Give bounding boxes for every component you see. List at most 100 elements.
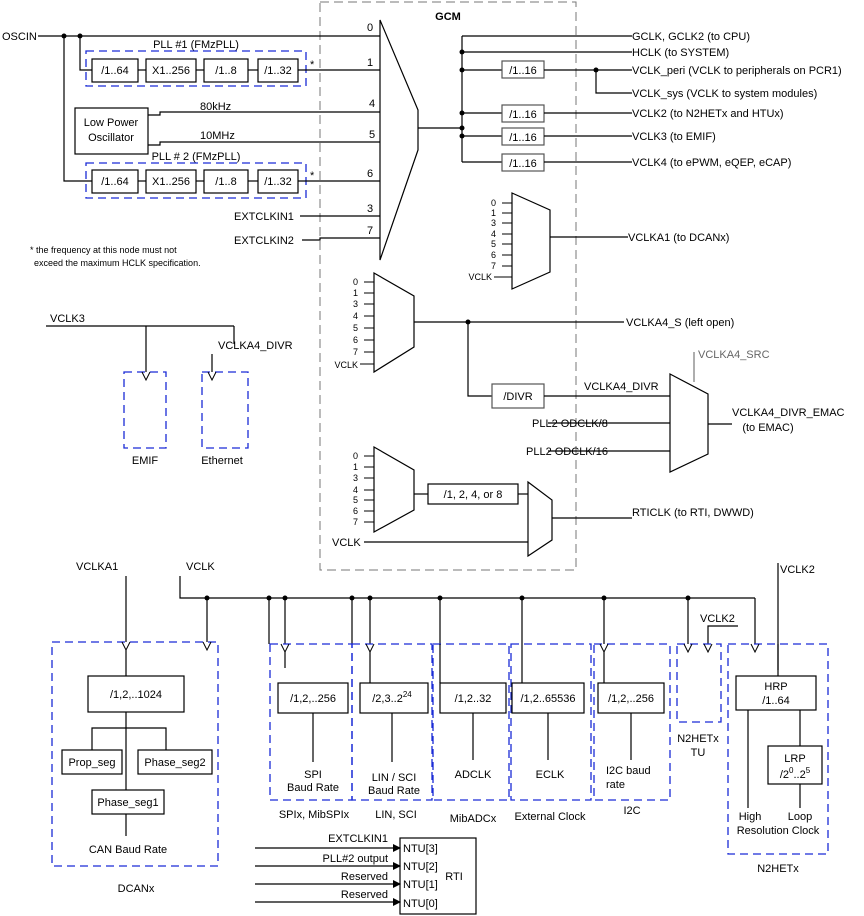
pll1-title: PLL #1 (FMzPLL) xyxy=(153,39,239,51)
ntu3-source: EXTCLKIN1 xyxy=(328,833,388,845)
vclka1-out-label: VCLKA1 (to DCANx) xyxy=(628,232,729,244)
can-baud-label: CAN Baud Rate xyxy=(89,844,167,856)
tu-line2: TU xyxy=(691,747,706,759)
spi-out1: SPI xyxy=(304,769,322,781)
gcm-boundary xyxy=(319,1,577,571)
rti-label: RTI xyxy=(445,871,463,883)
mux-in-3: 3 xyxy=(367,203,373,215)
n2het-block: HRP /1..64 LRP /20..25 High Loop Resolut… xyxy=(727,643,829,875)
rti-mux-in: 7 xyxy=(353,517,358,527)
gcm-title: GCM xyxy=(435,11,461,23)
vclka4-divr-label: VCLKA4_DIVR xyxy=(584,381,659,393)
i2c-block: /1,2,..256 I2C baud rate I2C xyxy=(593,643,671,817)
pll1-postdiv: /1..8 xyxy=(215,65,236,77)
rti-mux: 0 1 3 4 5 6 7 /1, 2, 4, or 8 xyxy=(353,445,632,558)
vclka1-mux-in: 7 xyxy=(491,261,496,271)
lin-label: LIN, SCI xyxy=(375,809,417,821)
vclka4-mux-in: 3 xyxy=(353,299,358,309)
rti-mux-in: 0 xyxy=(353,451,358,461)
vclk-sys-label: VCLK_sys (VCLK to system modules) xyxy=(632,88,817,100)
vclka1-mux-in: VCLK xyxy=(468,272,492,282)
rti-ntu-block: RTI EXTCLKIN1 PLL#2 output Reserved Rese… xyxy=(255,833,477,915)
lin-out1: LIN / SCI xyxy=(372,772,417,784)
vclka1-bus-label: VCLKA1 xyxy=(76,561,118,573)
hrp-line1: HRP xyxy=(764,681,787,693)
vclka4-mux-in: VCLK xyxy=(334,360,358,370)
vclk2-bus-label: VCLK2 xyxy=(780,564,815,576)
vclk3-branch: /1..16 xyxy=(501,127,632,146)
vclk-peri-branch: /1..16 xyxy=(501,60,632,94)
i2c-div: /1,2,..256 xyxy=(608,693,654,705)
pll2-multiplier: X1..256 xyxy=(152,176,190,188)
pll2-postdiv: /1..8 xyxy=(215,176,236,188)
emif-ethernet-group: VCLK3 VCLKA4_DIVR EMIF Ethernet xyxy=(46,313,293,467)
rti-div-box: /1, 2, 4, or 8 xyxy=(444,489,503,501)
gclk-label: GCLK, GCLK2 (to CPU) xyxy=(632,31,750,43)
vclka1-mux-in: 1 xyxy=(491,208,496,218)
vclk4-div: /1..16 xyxy=(509,158,537,170)
vclka1-mux-in: 3 xyxy=(491,218,496,228)
ntu0-source: Reserved xyxy=(341,889,388,901)
spi-out2: Baud Rate xyxy=(287,782,339,794)
spi-label: SPIx, MibSPIx xyxy=(279,809,350,821)
pll1-boundary xyxy=(85,50,307,87)
bottom-buses: VCLKA1 VCLK VCLK2 VCLK2 xyxy=(76,561,815,670)
adc-label: MibADCx xyxy=(450,813,497,825)
pll1-star: * xyxy=(310,59,315,71)
ntu2-source: PLL#2 output xyxy=(323,853,388,865)
eclk-div: /1,2..65536 xyxy=(520,693,575,705)
dcan-prop-seg: Prop_seg xyxy=(68,757,115,769)
rti-mux-in: 6 xyxy=(353,506,358,516)
ntu2-label: NTU[2] xyxy=(403,861,438,873)
n2het-tu-block: N2HETx TU xyxy=(676,643,722,759)
ntu3-label: NTU[3] xyxy=(403,843,438,855)
eclk-label: ECLK xyxy=(536,769,565,781)
adc-block: /1,2..32 ADCLK MibADCx xyxy=(432,643,510,825)
vclk3-label: VCLK3 (to EMIF) xyxy=(632,131,716,143)
dcan-label: DCANx xyxy=(118,883,155,895)
i2c-out1: I2C baud xyxy=(606,765,651,777)
pll2-odclk16-label: PLL2 ODCLK/16 xyxy=(526,446,608,458)
adc-div: /1,2..32 xyxy=(455,693,492,705)
hclk-label: HCLK (to SYSTEM) xyxy=(632,47,729,59)
vclk2-div: /1..16 xyxy=(509,109,537,121)
spi-div: /1,2,..256 xyxy=(290,693,336,705)
vclk2-label: VCLK2 (to N2HETx and HTUx) xyxy=(632,108,784,120)
mux-in-1: 1 xyxy=(367,57,373,69)
mux-in-7: 7 xyxy=(367,225,373,237)
pll1-outdiv: /1..32 xyxy=(264,65,292,77)
vclka4-mux-in: 1 xyxy=(353,288,358,298)
vclka1-mux-in: 4 xyxy=(491,229,496,239)
eclk-block: /1,2..65536 ECLK External Clock xyxy=(510,643,592,823)
vclka4-mux: 0 1 3 4 5 6 7 VCLK xyxy=(334,271,624,397)
pll2-group: PLL # 2 (FMzPLL) /1..64 X1..256 /1..8 /1… xyxy=(85,151,380,199)
n2het-label: N2HETx xyxy=(757,863,799,875)
vclka1-mux-in: 5 xyxy=(491,239,496,249)
pll1-multiplier: X1..256 xyxy=(152,65,190,77)
oscin-label: OSCIN xyxy=(2,31,37,43)
i2c-out2: rate xyxy=(606,779,625,791)
footnote-line1: * the frequency at this node must not xyxy=(30,245,177,255)
ntu1-label: NTU[1] xyxy=(403,879,438,891)
vclk2-tu-label: VCLK2 xyxy=(700,613,735,625)
vclka4-mux-in: 0 xyxy=(353,277,358,287)
pll2-prediv: /1..64 xyxy=(101,176,129,188)
loop-label: Loop xyxy=(788,811,812,823)
rti-mux-in: 4 xyxy=(353,485,358,495)
adclk-label: ADCLK xyxy=(455,769,492,781)
vclk4-branch: /1..16 xyxy=(501,153,632,172)
rti-mux-in: 5 xyxy=(353,495,358,505)
ntu1-source: Reserved xyxy=(341,871,388,883)
vclka4-divr-in-label: VCLKA4_DIVR xyxy=(218,340,293,352)
dcan-div: /1,2,..1024 xyxy=(110,689,162,701)
main-mux: 0 1 4 5 6 3 7 xyxy=(367,19,419,261)
vclk3-div: /1..16 xyxy=(509,132,537,144)
pll2-odclk8-label: PLL2 ODCLK/8 xyxy=(532,418,608,430)
gcm-output-bus xyxy=(418,35,632,163)
rticlk-label: RTICLK (to RTI, DWWD) xyxy=(632,507,754,519)
footnote-line2: exceed the maximum HCLK specification. xyxy=(34,258,201,268)
pll1-prediv: /1..64 xyxy=(101,65,129,77)
high-label: High xyxy=(739,811,762,823)
lrp-line2: /20..25 xyxy=(780,766,811,781)
